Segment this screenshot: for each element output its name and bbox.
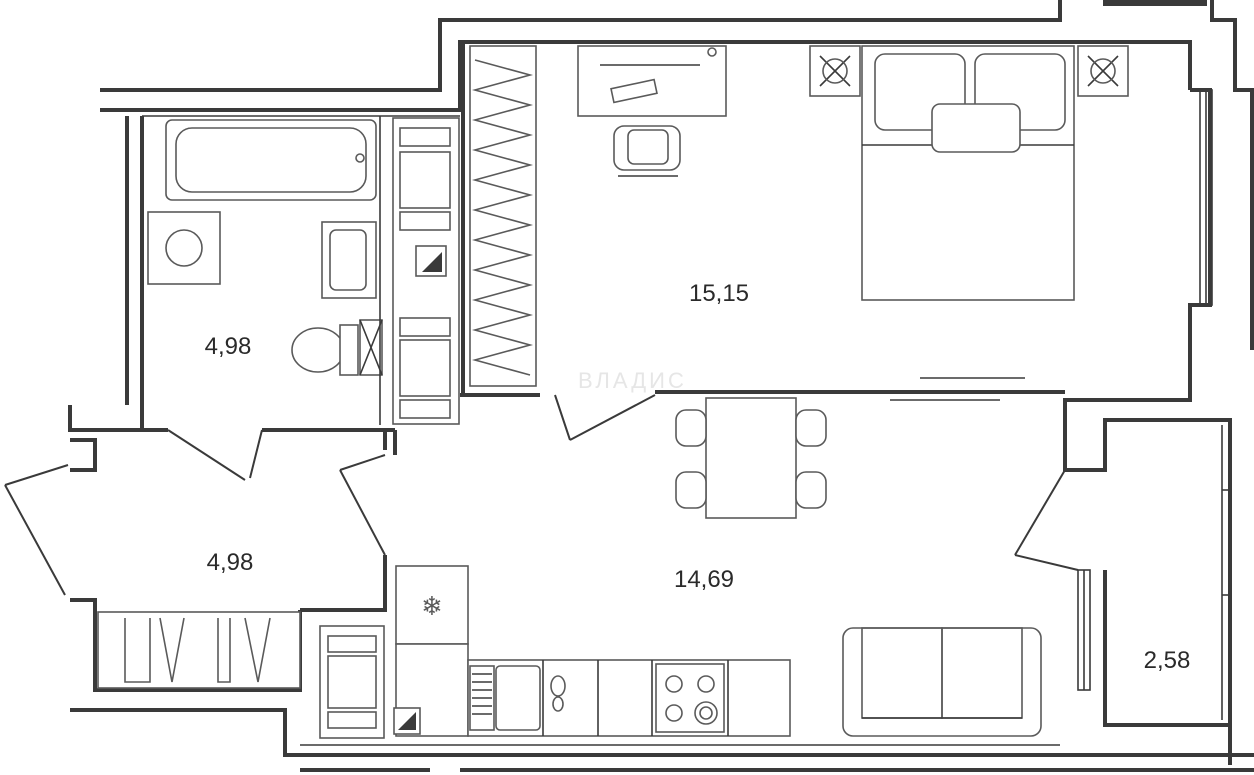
hallway-closet	[97, 611, 421, 739]
desk-icon	[577, 45, 727, 117]
sink-icon	[321, 221, 377, 299]
outer-walls	[68, 0, 1254, 772]
watermark-text: ВЛАДИС	[578, 368, 687, 393]
dining-table-icon	[705, 397, 797, 519]
nightstand-left-icon	[809, 45, 861, 97]
living-kitchen-area-label: 14,69	[674, 566, 734, 593]
balcony-area-label: 2,58	[1144, 647, 1191, 674]
wardrobe	[469, 45, 537, 387]
fridge-icon	[395, 565, 469, 645]
dining-set	[675, 397, 827, 519]
svg-text:❄: ❄	[421, 592, 443, 622]
bedroom-area-label: 15,15	[689, 280, 749, 307]
chair-icon	[613, 125, 681, 171]
kitchen: ❄	[395, 565, 791, 737]
bathtub-icon	[165, 119, 377, 201]
hallway-area-label: 4,98	[207, 549, 254, 576]
bathroom-fixtures	[147, 116, 383, 425]
doors	[4, 377, 1079, 596]
sofa-icon	[842, 627, 1042, 737]
bedroom-furniture	[577, 45, 1129, 301]
washing-machine-icon	[147, 211, 221, 285]
utility-column	[392, 117, 460, 425]
toilet-icon	[291, 327, 345, 373]
stove-icon	[655, 663, 725, 733]
bathroom-area-label: 4,98	[205, 333, 252, 360]
kitchen-sink-icon	[495, 665, 541, 731]
